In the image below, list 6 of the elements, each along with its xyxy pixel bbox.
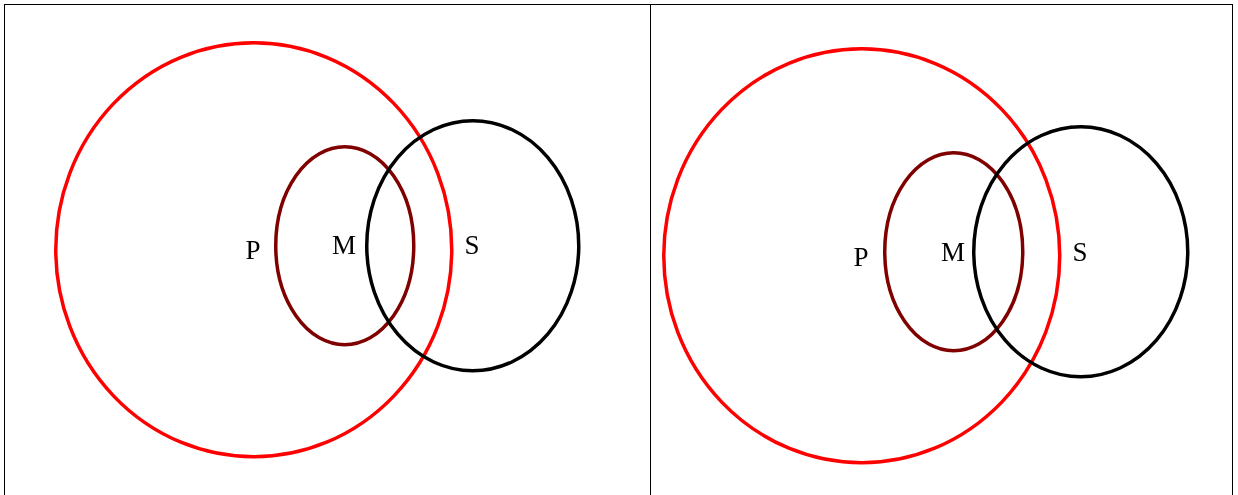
set-label: S (1072, 237, 1088, 267)
set-label: P (853, 242, 869, 272)
set-label: S (464, 230, 480, 260)
set-label: M (332, 230, 356, 260)
set-label: P (245, 235, 261, 265)
set-label: M (941, 237, 965, 267)
